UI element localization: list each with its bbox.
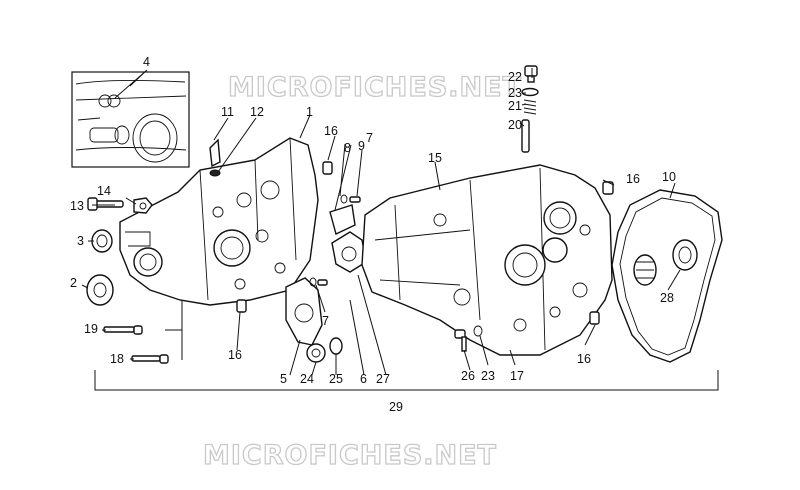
callout-19: 19 xyxy=(84,322,98,336)
callout-25: 25 xyxy=(329,372,343,386)
callout-17: 17 xyxy=(510,369,524,383)
callout-5: 5 xyxy=(280,372,287,386)
crankcase-left xyxy=(119,137,319,306)
callout-22: 22 xyxy=(508,70,522,84)
callout-28: 28 xyxy=(660,291,674,305)
cover-gasket xyxy=(611,189,723,363)
callout-16b: 16 xyxy=(228,348,242,362)
callout-23: 23 xyxy=(508,86,522,100)
callout-12: 12 xyxy=(250,105,264,119)
callout-9: 9 xyxy=(358,139,365,153)
callout-14: 14 xyxy=(97,184,111,198)
callouts: 4 11 12 1 16 8 7 9 14 13 3 2 19 18 16 7 … xyxy=(70,55,676,414)
callout-27: 27 xyxy=(376,372,390,386)
callout-20: 20 xyxy=(508,118,522,132)
leader-lines xyxy=(81,68,719,391)
callout-26: 26 xyxy=(461,369,475,383)
callout-11: 11 xyxy=(221,105,234,119)
callout-2: 2 xyxy=(70,276,77,290)
right-small-parts xyxy=(454,65,614,352)
watermark-bottom: MICROFICHES.NET xyxy=(203,440,497,471)
watermark-top: MICROFICHES.NET xyxy=(228,72,522,103)
callout-16: 16 xyxy=(324,124,338,138)
callout-23b: 23 xyxy=(481,369,495,383)
callout-21: 21 xyxy=(508,99,522,113)
callout-8: 8 xyxy=(344,141,351,155)
callout-16c: 16 xyxy=(626,172,640,186)
callout-7: 7 xyxy=(366,131,373,145)
callout-18: 18 xyxy=(110,352,124,366)
callout-29: 29 xyxy=(389,400,403,414)
callout-16d: 16 xyxy=(577,352,591,366)
callout-3: 3 xyxy=(77,234,84,248)
callout-1: 1 xyxy=(306,105,313,119)
callout-4: 4 xyxy=(143,55,150,69)
callout-13: 13 xyxy=(70,199,84,213)
callout-15: 15 xyxy=(428,151,442,165)
crankcase-right xyxy=(361,164,613,356)
callout-7b: 7 xyxy=(322,314,329,328)
callout-6: 6 xyxy=(360,372,367,386)
inset-detail-box xyxy=(71,71,190,168)
callout-10: 10 xyxy=(662,170,676,184)
callout-24: 24 xyxy=(300,372,314,386)
